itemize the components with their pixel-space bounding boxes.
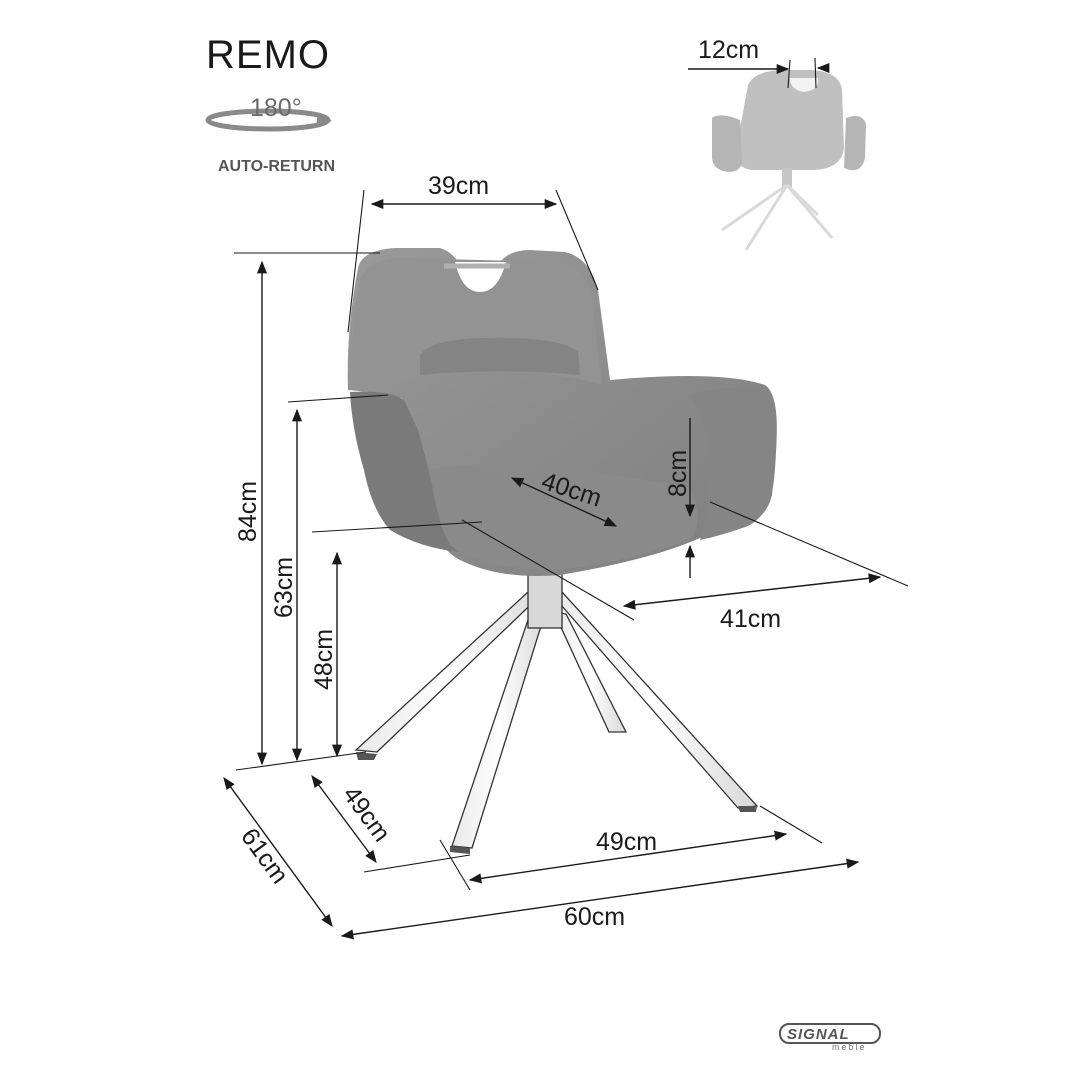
total-height-label: 84cm (234, 481, 262, 542)
left-armrest (350, 391, 460, 552)
brand-name: SIGNAL (787, 1026, 850, 1043)
rotation-degrees: 180° (250, 94, 302, 122)
total-depth-label: 61cm (235, 823, 294, 889)
product-title: REMO (206, 33, 330, 77)
chair-legs (354, 589, 759, 854)
brand-subtitle: meble (832, 1042, 867, 1052)
rotation-icon (205, 108, 332, 132)
base-width-label: 49cm (596, 828, 657, 856)
backrest-handle-icon (455, 262, 506, 292)
armrest-thickness-label: 8cm (664, 450, 692, 497)
swivel-column (527, 569, 563, 629)
armrest-height-label: 63cm (270, 557, 298, 618)
total-width-label: 60cm (564, 903, 625, 931)
right-armrest (690, 387, 777, 540)
rotation-mode: AUTO-RETURN (218, 158, 335, 175)
handle-cutout (790, 78, 819, 92)
base-depth-label: 49cm (337, 781, 396, 847)
handle-width-label: 12cm (698, 36, 759, 64)
backrest-width-label: 39cm (428, 172, 489, 200)
signal-logo: SIGNAL meble (779, 1023, 881, 1052)
chair-main-view (347, 248, 777, 854)
chair-back-view (712, 70, 866, 251)
seat-width-label: 41cm (720, 605, 781, 633)
seat-height-label: 48cm (310, 629, 338, 690)
